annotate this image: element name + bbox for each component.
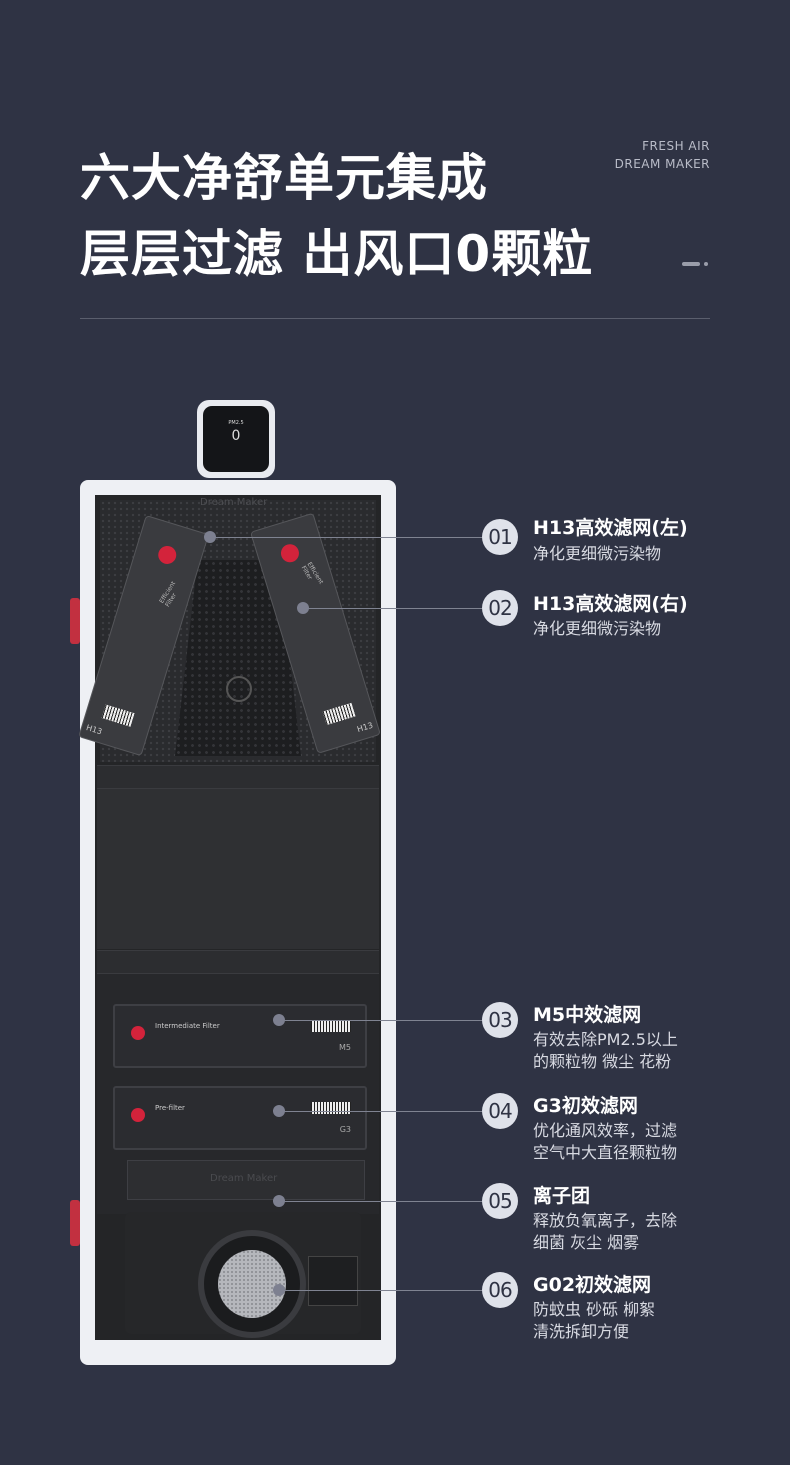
callout-line-04 bbox=[279, 1111, 482, 1112]
control-screen: PM2.5 0 bbox=[203, 406, 269, 472]
air-channel bbox=[175, 560, 301, 756]
callout-desc-02: 净化更细微污染物 bbox=[533, 619, 662, 638]
callout-title-06: G02初效滤网 bbox=[533, 1274, 652, 1296]
callout-desc-04b: 空气中大直径颗粒物 bbox=[533, 1143, 678, 1162]
callout-title-04: G3初效滤网 bbox=[533, 1095, 638, 1117]
middle-chamber bbox=[97, 788, 379, 949]
g3-filter: Pre-filter G3 bbox=[113, 1086, 367, 1150]
callout-line-05 bbox=[279, 1201, 482, 1202]
callout-line-06 bbox=[279, 1290, 482, 1291]
callout-number-04: 04 bbox=[482, 1093, 518, 1129]
callout-title-05: 离子团 bbox=[533, 1185, 591, 1207]
divider-band bbox=[97, 765, 379, 788]
m5-filter: Intermediate Filter M5 bbox=[113, 1004, 367, 1068]
filter-left-name: Efficient Filter bbox=[158, 580, 178, 609]
callout-desc-06a: 防蚊虫 砂砾 柳絮 bbox=[533, 1300, 656, 1319]
tagline-dream-maker: DREAM MAKER bbox=[614, 157, 710, 171]
g02-filter bbox=[198, 1230, 306, 1338]
decor-dash bbox=[682, 262, 700, 266]
decor-dot bbox=[704, 262, 708, 266]
callout-line-03 bbox=[279, 1020, 482, 1021]
center-knob bbox=[226, 676, 252, 702]
barcode bbox=[322, 702, 356, 725]
headline-line-2: 层层过滤 出风口0颗粒 bbox=[80, 225, 594, 283]
headline-line-1: 六大净舒单元集成 bbox=[80, 149, 488, 207]
callout-number-02: 02 bbox=[482, 590, 518, 626]
tagline-fresh-air: FRESH AIR bbox=[642, 139, 710, 153]
bottom-box bbox=[308, 1256, 358, 1306]
ion-module: Dream Maker bbox=[127, 1160, 365, 1200]
callout-title-01: H13高效滤网(左) bbox=[533, 517, 688, 539]
barcode bbox=[311, 1020, 351, 1032]
callout-pin-01 bbox=[204, 531, 216, 543]
callout-pin-05 bbox=[273, 1195, 285, 1207]
filter-left-code: H13 bbox=[84, 723, 104, 737]
callout-line-02 bbox=[303, 608, 482, 609]
m5-filter-title: Intermediate Filter bbox=[155, 1022, 220, 1030]
control-panel: PM2.5 0 bbox=[197, 400, 275, 478]
arrow-icon bbox=[156, 543, 179, 567]
callout-desc-03b: 的颗粒物 微尘 花粉 bbox=[533, 1052, 672, 1071]
g3-code: G3 bbox=[339, 1125, 351, 1134]
callout-number-03: 03 bbox=[482, 1002, 518, 1038]
callout-desc-05a: 释放负氧离子，去除 bbox=[533, 1211, 678, 1230]
callout-pin-03 bbox=[273, 1014, 285, 1026]
latch-upper bbox=[70, 598, 80, 644]
callout-pin-06 bbox=[273, 1284, 285, 1296]
callout-desc-03a: 有效去除PM2.5以上 bbox=[533, 1030, 678, 1049]
arrow-icon bbox=[131, 1108, 145, 1122]
callout-number-06: 06 bbox=[482, 1272, 518, 1308]
ion-brand: Dream Maker bbox=[210, 1173, 278, 1184]
barcode bbox=[311, 1102, 351, 1114]
pm-label: PM2.5 bbox=[228, 420, 244, 426]
pm-value: 0 bbox=[231, 428, 241, 444]
callout-title-03: M5中效滤网 bbox=[533, 1004, 642, 1026]
filter-right-code: H13 bbox=[355, 720, 375, 735]
g3-filter-title: Pre-filter bbox=[155, 1104, 185, 1112]
divider bbox=[80, 318, 710, 319]
callout-pin-04 bbox=[273, 1105, 285, 1117]
callout-pin-02 bbox=[297, 602, 309, 614]
arrow-icon bbox=[278, 542, 302, 565]
callout-line-01 bbox=[210, 537, 482, 538]
callout-desc-04a: 优化通风效率，过滤 bbox=[533, 1121, 678, 1140]
top-brand: Dream Maker bbox=[200, 497, 268, 508]
barcode bbox=[101, 704, 135, 727]
latch-lower bbox=[70, 1200, 80, 1246]
callout-desc-01: 净化更细微污染物 bbox=[533, 544, 662, 563]
filter-mesh bbox=[218, 1250, 286, 1318]
arrow-icon bbox=[131, 1026, 145, 1040]
callout-number-05: 05 bbox=[482, 1183, 518, 1219]
callout-desc-05b: 细菌 灰尘 烟雾 bbox=[533, 1233, 640, 1252]
filter-right-name: Efficient Filter bbox=[299, 561, 325, 586]
callout-number-01: 01 bbox=[482, 519, 518, 555]
m5-code: M5 bbox=[339, 1043, 351, 1052]
divider-band bbox=[97, 950, 379, 973]
callout-title-02: H13高效滤网(右) bbox=[533, 593, 688, 615]
callout-desc-06b: 清洗拆卸方便 bbox=[533, 1322, 630, 1341]
